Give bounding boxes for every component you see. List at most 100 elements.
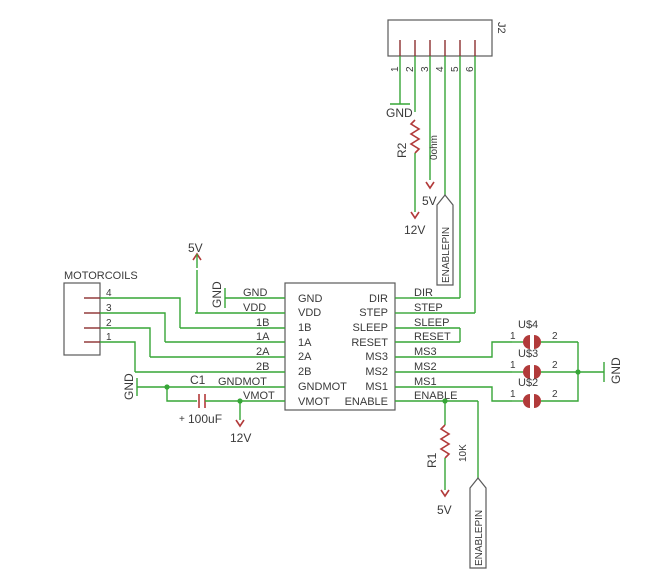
- resistor-r1: R1 10K: [425, 401, 469, 490]
- driver-left-pin-5: 2A: [298, 351, 312, 363]
- supply-5v-top: 5V: [188, 241, 203, 313]
- c1-name: C1: [190, 373, 206, 387]
- j2-pins: [399, 40, 476, 313]
- capacitor-c1: C1 + 100uF: [179, 373, 240, 426]
- jumper-u4-pin2: 2: [552, 331, 558, 342]
- driver-right-pin-2: STEP: [359, 307, 388, 319]
- jumper-u3-pin2: 2: [552, 360, 558, 371]
- jumper-u2-pin1: 1: [510, 389, 516, 400]
- enablepin-top-text: ENABLEPIN: [441, 227, 452, 283]
- left-net-wires: GND VDD 1B 1A 2A 2B GNDMOT VMOT: [135, 287, 285, 402]
- net-left-2b: 2B: [256, 361, 269, 373]
- driver-left-pin-7: GNDMOT: [298, 381, 347, 393]
- driver-left-pin-4: 1A: [298, 337, 312, 349]
- driver-left-pin-3: 1B: [298, 322, 311, 334]
- r1-name: R1: [425, 452, 439, 468]
- net-left-1b: 1B: [256, 317, 269, 329]
- driver-right-pin-8: ENABLE: [345, 396, 388, 408]
- net-right-reset: RESET: [414, 331, 451, 343]
- enablepin-bottom-text: ENABLEPIN: [474, 510, 485, 566]
- motorcoils-pin-2: 2: [106, 318, 112, 329]
- supply-5v-j2: 5V: [422, 181, 437, 208]
- driver-right-pin-5: MS3: [365, 351, 388, 363]
- jumper-u2-pad-right: [534, 394, 541, 408]
- gnd-right-label: GND: [609, 357, 623, 384]
- net-right-ms3: MS3: [414, 346, 437, 358]
- v5-top-label: 5V: [188, 241, 203, 255]
- driver-right-pin-6: MS2: [365, 366, 388, 378]
- v5-r1-label: 5V: [437, 503, 452, 517]
- j2-pin-1-label: 1: [390, 66, 401, 72]
- motorcoils-pin-1: 1: [106, 332, 112, 343]
- j2-connector: J2 1 2 3 4 5 6: [387, 19, 507, 313]
- net-right-dir: DIR: [414, 287, 433, 299]
- net-left-2a: 2A: [256, 346, 270, 358]
- r2-name: R2: [395, 142, 409, 158]
- enablepin-label-top: ENABLEPIN: [436, 194, 454, 286]
- j2-pin-3-label: 3: [420, 66, 431, 72]
- jumper-u2-pad-left: [523, 394, 530, 408]
- driver-body: [284, 282, 396, 411]
- net-left-gnd: GND: [243, 287, 268, 299]
- net-right-sleep: SLEEP: [414, 317, 449, 329]
- jumper-u4: U$4 1 2: [510, 319, 578, 349]
- v5-j2-label: 5V: [422, 194, 437, 208]
- driver-right-pin-3: SLEEP: [353, 322, 388, 334]
- supply-5v-r1: 5V: [437, 489, 452, 517]
- driver-right-pin-1: DIR: [369, 293, 388, 305]
- jumper-u4-name: U$4: [518, 319, 538, 331]
- jumper-u2-pin2: 2: [552, 389, 558, 400]
- stepper-driver-ic: GND VDD 1B 1A 2A 2B GNDMOT VMOT DIR STEP…: [284, 282, 396, 411]
- resistor-r2: R2 0ohm: [395, 119, 440, 212]
- net-right-ms1: MS1: [414, 376, 437, 388]
- driver-right-pin-7: MS1: [365, 381, 388, 393]
- r1-value: 10K: [458, 444, 469, 462]
- motorcoils-pin-4: 4: [106, 288, 112, 299]
- gnd-cap-label: GND: [122, 373, 136, 400]
- driver-left-pin-8: VMOT: [298, 396, 330, 408]
- gnd-symbol-j2: GND: [386, 103, 413, 120]
- motorcoils-connector: MOTORCOILS 4 3 2 1: [63, 270, 181, 372]
- motorcoils-pin-3: 3: [106, 303, 112, 314]
- supply-12v-j2: 12V: [404, 211, 425, 237]
- motorcoils-body: [63, 282, 101, 356]
- gnd-symbol-right: GND: [578, 357, 623, 384]
- jumper-u3-pad-left: [523, 365, 530, 379]
- c1-polarity: +: [179, 414, 185, 425]
- jumper-u2: U$2 1 2: [510, 342, 579, 408]
- r2-value: 0ohm: [429, 135, 440, 160]
- j2-pin-6-label: 6: [465, 66, 476, 72]
- jumper-u2-name: U$2: [518, 377, 538, 389]
- supply-12v-cap: 12V: [230, 401, 251, 445]
- gnd-driver-label: GND: [210, 281, 224, 308]
- right-net-wires: DIR STEP SLEEP RESET MS3 MS2 MS1 ENABLE: [395, 287, 512, 402]
- net-left-1a: 1A: [256, 331, 270, 343]
- driver-left-pin-6: 2B: [298, 366, 311, 378]
- j2-pin-4-label: 4: [435, 66, 446, 72]
- jumper-u4-pad-left: [523, 335, 530, 349]
- net-right-step: STEP: [414, 302, 443, 314]
- gnd-symbol-cap: GND: [122, 373, 167, 400]
- net-left-vdd: VDD: [243, 302, 266, 314]
- jumper-u3: U$3 1 2: [510, 348, 578, 379]
- v12-j2-label: 12V: [404, 223, 425, 237]
- driver-left-pin-1: GND: [298, 293, 323, 305]
- net-left-gndmot: GNDMOT: [218, 376, 267, 388]
- jumper-u3-name: U$3: [518, 348, 538, 360]
- gnd-symbol-driver: GND: [210, 281, 226, 308]
- gnd-j2-label: GND: [386, 106, 413, 120]
- v12-cap-label: 12V: [230, 431, 251, 445]
- jumper-u4-pin1: 1: [510, 331, 516, 342]
- motorcoils-label: MOTORCOILS: [64, 270, 138, 282]
- net-left-vmot: VMOT: [243, 390, 275, 402]
- driver-right-pin-4: RESET: [351, 337, 388, 349]
- j2-pin-2-label: 2: [405, 66, 416, 72]
- jumper-u4-pad-right: [534, 335, 541, 349]
- net-right-ms2: MS2: [414, 361, 437, 373]
- jumper-u3-pin1: 1: [510, 360, 516, 371]
- j2-pin-5-label: 5: [450, 66, 461, 72]
- j2-body: [387, 19, 493, 57]
- j2-label: J2: [495, 22, 507, 34]
- net-right-enable: ENABLE: [414, 390, 457, 402]
